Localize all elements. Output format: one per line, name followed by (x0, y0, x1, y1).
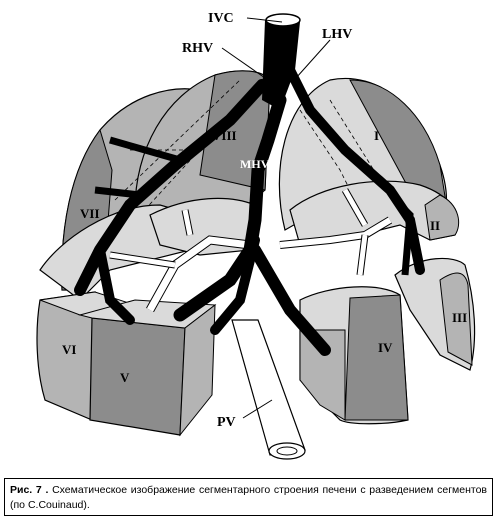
segment-vii-label: VII (80, 206, 100, 221)
segment-i-label: I (374, 128, 379, 143)
hepatic-veins (74, 13, 425, 356)
segment-v-side (179, 303, 216, 437)
front-segments (36, 257, 476, 437)
ivc-trunk (262, 20, 300, 110)
pv-label: PV (217, 415, 236, 430)
portal-vein-trunk (231, 319, 306, 456)
segment-iii-dark (439, 272, 473, 366)
rhv-label: RHV (182, 41, 213, 56)
label-leaders (221, 17, 331, 419)
segment-iv-front (344, 294, 409, 421)
segment-viii-label: VIII (212, 128, 237, 143)
ivc-label: IVC (208, 11, 234, 26)
segment-v-shape (89, 317, 186, 436)
segment-iii-label: III (452, 310, 467, 325)
segment-vi-label: VI (62, 342, 76, 357)
segment-i-dark-face (349, 79, 449, 216)
lhv-label: LHV (322, 27, 352, 42)
segment-iv-label: IV (378, 340, 393, 355)
ivc-opening (265, 13, 301, 27)
figure-caption: Рис. 7 . Схематическое изображение сегме… (4, 478, 493, 516)
segment-ii-dark-edge (424, 194, 460, 241)
segment-vi-shape (36, 291, 96, 421)
segment-v-label: V (120, 370, 130, 385)
segment-ii-label: II (430, 218, 440, 233)
mhv-label: MHV (240, 157, 270, 171)
caption-text: Схематическое изображение сегментарного … (10, 484, 487, 511)
caption-lead: Рис. 7 . (10, 484, 49, 496)
segment-iv-lower-light (299, 329, 346, 421)
liver-segments-diagram: IVC RHV LHV MHV PV I II III IV V VI VII … (36, 11, 476, 460)
portal-vein (109, 188, 393, 460)
